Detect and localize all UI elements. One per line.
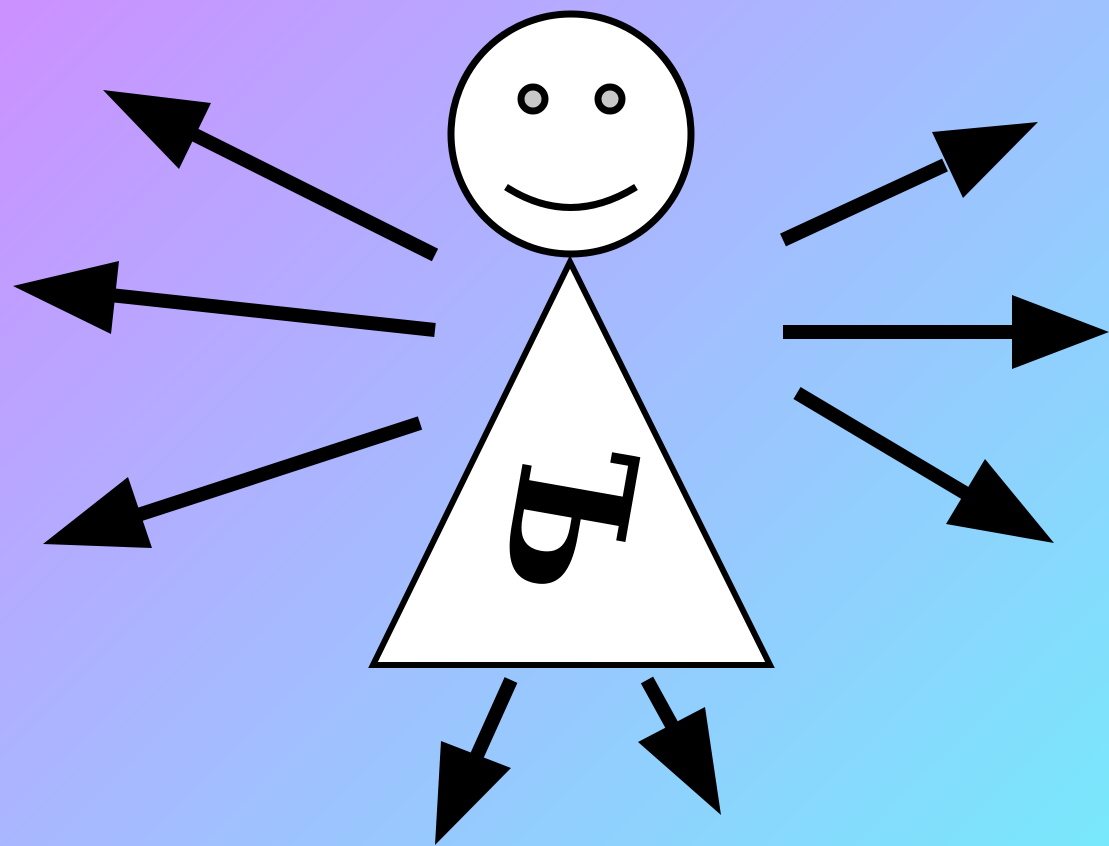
arrow-lower-left-icon (43, 423, 420, 548)
right-eye-icon (598, 87, 622, 111)
left-eye-icon (521, 87, 545, 111)
arrow-lower-right-icon (797, 393, 1054, 543)
arrow-down-left-icon (435, 680, 511, 845)
arrow-left-icon (13, 261, 435, 334)
arrow-down-right-icon (638, 680, 721, 815)
arrow-up-right-icon (783, 122, 1038, 240)
arrow-right-icon (783, 295, 1109, 369)
head-icon (451, 14, 691, 254)
body-glyph: Ъ (464, 430, 672, 610)
arrow-up-left-icon (103, 90, 435, 255)
